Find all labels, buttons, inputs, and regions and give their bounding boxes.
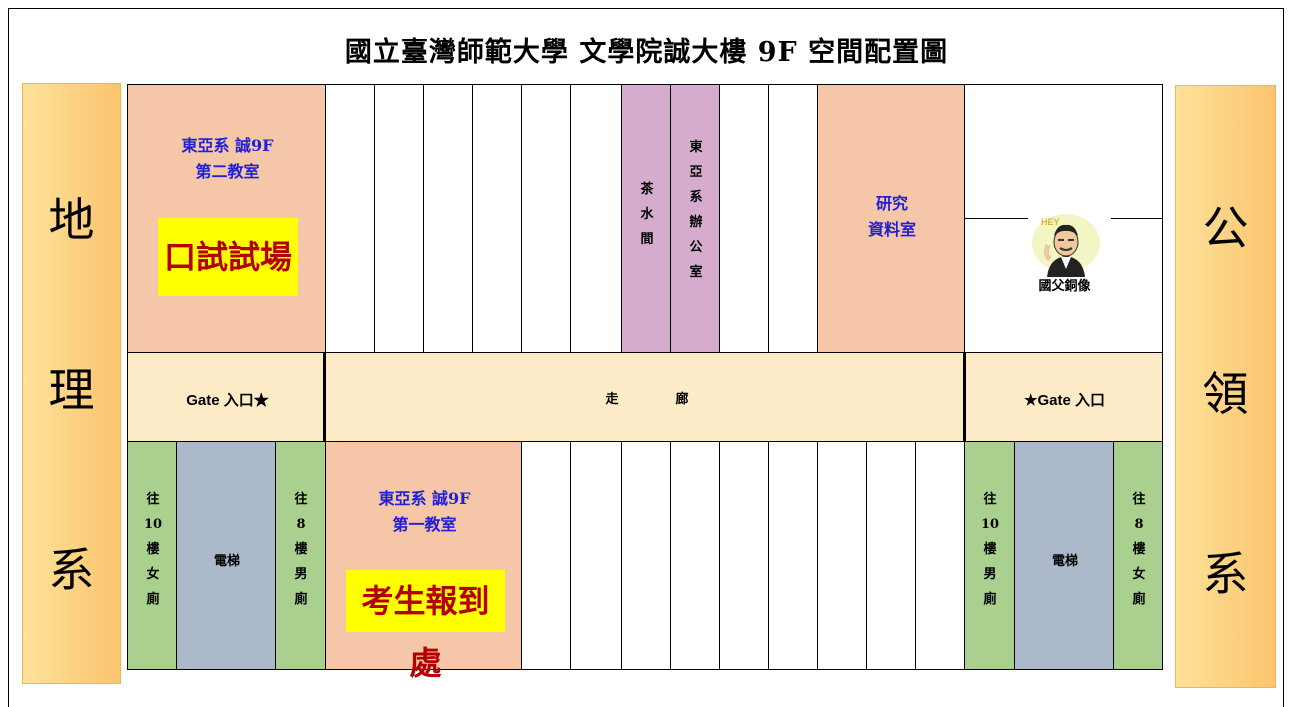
restroom-label: 往8樓女廁 (1132, 492, 1146, 607)
elevator-left: 電梯 (176, 441, 276, 670)
registration-highlight: 考生報到處 (346, 570, 505, 682)
room-cell (423, 84, 473, 353)
map-frame (8, 8, 1284, 707)
room-cell (768, 84, 818, 353)
room-cell (325, 84, 375, 353)
research-room-line: 資料室 (867, 220, 916, 239)
restroom-label: 往8樓男廁 (294, 492, 308, 607)
divider-line (965, 218, 1028, 219)
office-label: 東亞系辦公室 (689, 140, 703, 280)
divider-line (1111, 218, 1163, 219)
corridor-wall (963, 352, 966, 442)
right-dept-char: 領 (1202, 367, 1249, 421)
room-cell (521, 441, 571, 670)
elevator-label: 電梯 (213, 554, 240, 569)
room-cell (768, 441, 818, 670)
restroom-left-men: 往8樓男廁 (275, 441, 326, 670)
restroom-label: 往10樓女廁 (144, 492, 163, 607)
room-cell (472, 84, 522, 353)
room-first-classroom: 東亞系 誠9F 第一教室 考生報到處 (325, 441, 522, 682)
corridor: 走 廊 (325, 352, 965, 442)
left-dept-char: 地 (48, 193, 95, 247)
room-cell (817, 441, 867, 670)
room-department-office: 東亞系辦公室 (670, 84, 720, 353)
left-dept-char: 理 (48, 363, 95, 417)
statue-figure-icon: HEY (1032, 214, 1100, 277)
elevator-label: 電梯 (1051, 554, 1078, 569)
page-title: 國立臺灣師範大學 文學院誠大樓 9F 空間配置圖 (344, 37, 949, 68)
statue-bubble-text: HEY (1041, 217, 1060, 227)
room-cell (570, 84, 622, 353)
gate-right-label: ★Gate 入口 (1024, 392, 1105, 409)
left-department-banner: 地 理 系 (22, 83, 121, 684)
room-cell (670, 441, 720, 670)
right-dept-char: 系 (1202, 547, 1249, 601)
room-tea-room: 茶水間 (621, 84, 671, 353)
room-cell (866, 441, 916, 670)
right-dept-char: 公 (1202, 201, 1249, 255)
gate-left-label: Gate 入口★ (186, 392, 269, 409)
restroom-label: 往10樓男廁 (981, 492, 1000, 607)
gate-left: Gate 入口★ (127, 352, 326, 442)
restroom-left-women: 往10樓女廁 (127, 441, 177, 670)
exam-room-highlight: 口試試場 (158, 218, 298, 296)
statue-area: HEY 國父銅像 (964, 84, 1163, 353)
room-cell (915, 441, 965, 670)
research-room-line: 研究 (875, 194, 908, 213)
room-name-line: 東亞系 誠9F (378, 489, 471, 508)
room-cell (621, 441, 671, 670)
room-research: 研究 資料室 (817, 84, 965, 353)
room-second-classroom: 東亞系 誠9F 第二教室 口試試場 (127, 84, 326, 353)
left-dept-char: 系 (48, 543, 95, 597)
room-cell (374, 84, 424, 353)
room-cell (570, 441, 622, 670)
room-cell (719, 84, 769, 353)
gate-right: ★Gate 入口 (964, 352, 1163, 442)
corridor-label: 廊 (675, 392, 689, 407)
room-name-line: 第一教室 (392, 515, 457, 534)
restroom-right-women: 往8樓女廁 (1113, 441, 1163, 670)
corridor-wall (323, 352, 326, 442)
restroom-right-men: 往10樓男廁 (964, 441, 1015, 670)
room-name-line: 第二教室 (195, 162, 260, 181)
room-cell (521, 84, 571, 353)
tea-room-label: 茶水間 (640, 182, 654, 247)
statue-label: 國父銅像 (1038, 279, 1091, 294)
room-cell (719, 441, 769, 670)
corridor-label: 走 (605, 392, 619, 407)
room-name-line: 東亞系 誠9F (181, 136, 274, 155)
elevator-right: 電梯 (1014, 441, 1114, 670)
right-department-banner: 公 領 系 (1175, 85, 1276, 688)
